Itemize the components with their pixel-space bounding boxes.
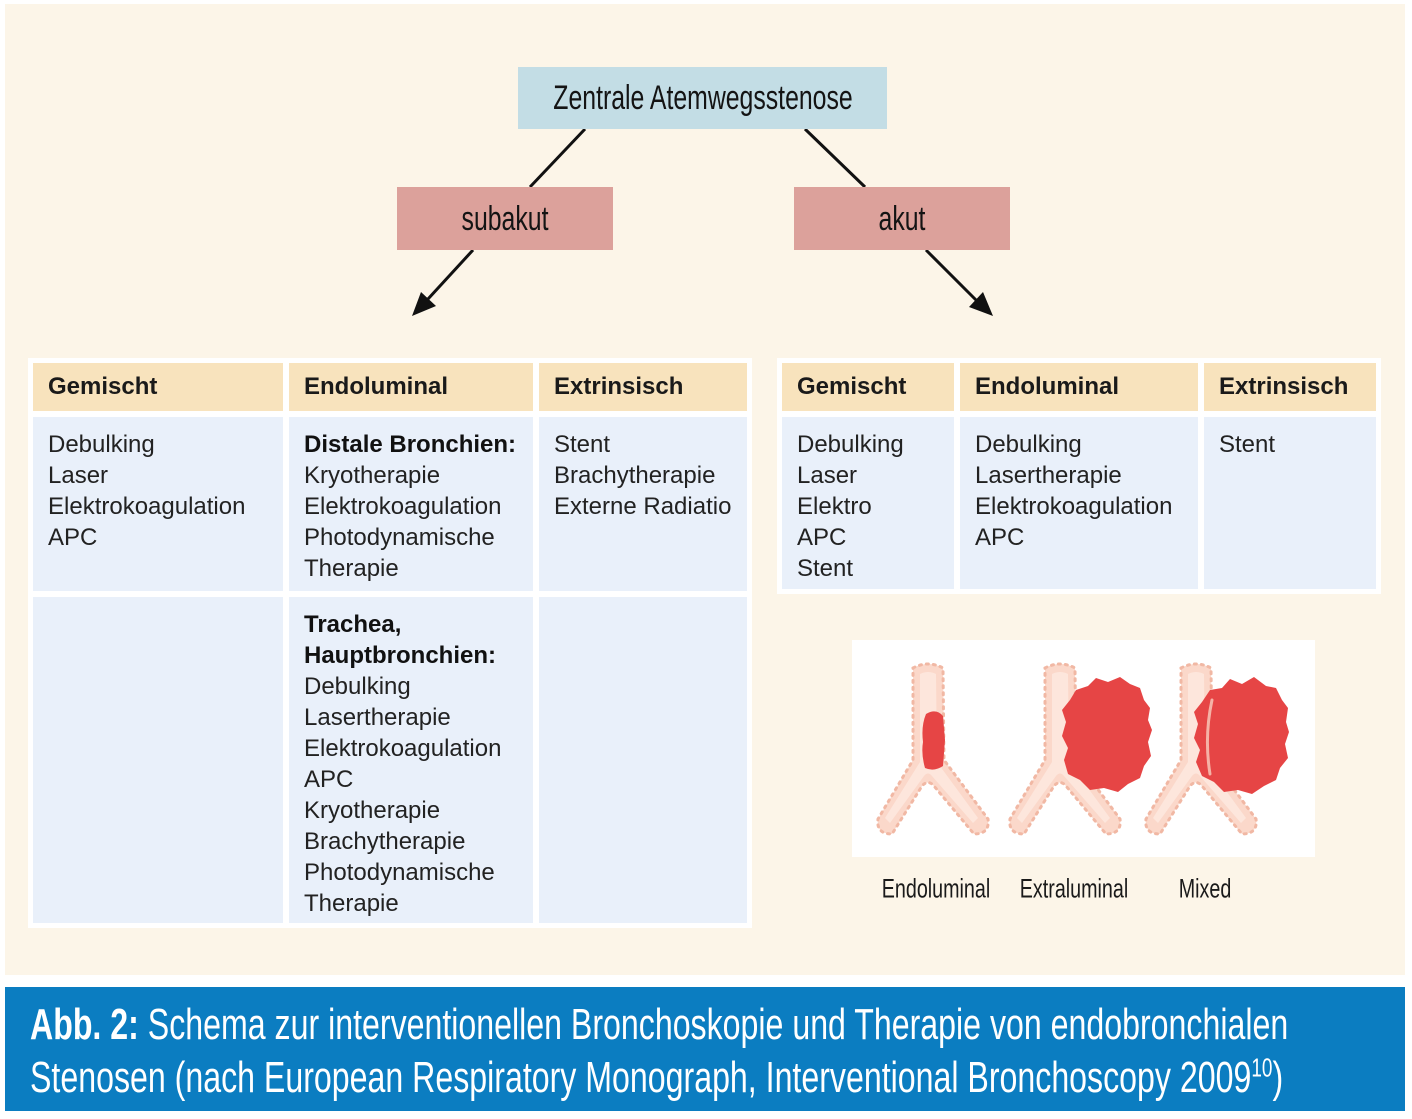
list-item: Debulking <box>304 673 411 700</box>
extraluminal-tumor <box>1062 677 1152 792</box>
connectors <box>412 127 993 316</box>
cell-extrinsisch: Stent <box>1204 417 1376 589</box>
akut-node: akut <box>794 187 1010 250</box>
list-item: Stent <box>554 431 611 458</box>
header-gemischt: Gemischt <box>33 363 283 411</box>
cell-gemischt-empty <box>33 597 283 923</box>
label-endoluminal: Endoluminal <box>881 873 991 904</box>
mixed-tumor <box>1194 677 1289 794</box>
connector-root-to-subakut <box>528 127 587 189</box>
header-extrinsisch: Extrinsisch <box>539 363 747 411</box>
arrow-subakut-shaft <box>426 248 475 301</box>
caption-band: Abb. 2: Schema zur interventionellen Bro… <box>5 987 1405 1111</box>
list-item: Lasertherapie <box>304 704 451 731</box>
extraluminal-stenosis-figure <box>1008 662 1152 836</box>
cell-gemischt: Debulking Laser Elektro APC Stent <box>782 417 954 589</box>
airway-lumen <box>1017 672 1110 823</box>
list-item: APC <box>975 524 1025 551</box>
list-item: APC <box>797 524 847 551</box>
list-item: APC <box>48 524 98 551</box>
list-item: Elektrokoagulation <box>48 493 246 520</box>
arrow-akut-shaft <box>924 248 978 302</box>
arrow-akut-head <box>969 292 993 316</box>
label-extraluminal: Extraluminal <box>1019 873 1129 904</box>
list-item: Laser <box>797 462 858 489</box>
akut-therapy-table: Gemischt Endoluminal Extrinsisch Debulki… <box>777 358 1381 594</box>
endoluminal-stenosis-figure <box>876 662 990 836</box>
header-endoluminal: Endoluminal <box>960 363 1198 411</box>
list-item: Debulking <box>797 431 904 458</box>
list-item: Brachytherapie <box>554 462 716 489</box>
mixed-stenosis-figure <box>1144 662 1289 836</box>
caption-body: Schema zur interventionellen Bronchoskop… <box>30 1000 1289 1102</box>
cell-gemischt: Debulking Laser Elektrokoagulation APC <box>33 417 283 591</box>
list-item: Elektrokoagulation <box>975 493 1173 520</box>
caption-reference: 10 <box>1251 1052 1273 1083</box>
list-item: Debulking <box>48 431 155 458</box>
list-item: Elektro <box>797 493 872 520</box>
list-item: Stent <box>797 555 854 582</box>
subakut-therapy-table: Gemischt Endoluminal Extrinsisch Debulki… <box>28 358 752 928</box>
list-item: Stent <box>1219 431 1276 458</box>
header-extrinsisch: Extrinsisch <box>1204 363 1376 411</box>
cell-endoluminal-trachea: Trachea, Hauptbronchien: Debulking Laser… <box>289 597 533 923</box>
list-item: Elektrokoagulation <box>304 735 502 762</box>
airway-wall-through-tumor <box>1205 698 1214 776</box>
list-item: APC <box>304 766 354 793</box>
akut-node-label: akut <box>878 199 926 238</box>
caption-closing: ) <box>1272 1053 1284 1102</box>
list-item: Elektrokoagulation <box>304 493 502 520</box>
cell-subheading: Trachea, Hauptbronchien: <box>304 611 496 669</box>
cell-subheading: Distale Bronchien: <box>304 431 517 458</box>
subakut-node: subakut <box>397 187 613 250</box>
list-item: Lasertherapie <box>975 462 1122 489</box>
subakut-node-label: subakut <box>461 199 549 238</box>
header-endoluminal: Endoluminal <box>289 363 533 411</box>
list-item: Kryotherapie <box>304 797 441 824</box>
list-item: Photodynamische Therapie <box>304 524 495 582</box>
arrow-subakut-head <box>412 292 436 316</box>
cell-extrinsisch-empty <box>539 597 747 923</box>
list-item: Photodynamische Therapie <box>304 859 495 917</box>
label-mixed: Mixed <box>1178 873 1232 904</box>
list-item: Brachytherapie <box>304 828 466 855</box>
cell-endoluminal: Debulking Lasertherapie Elektrokoagulati… <box>960 417 1198 589</box>
stenosis-illustration <box>852 640 1315 857</box>
header-gemischt: Gemischt <box>782 363 954 411</box>
list-item: Debulking <box>975 431 1082 458</box>
root-node: Zentrale Atemwegsstenose <box>518 67 887 129</box>
figure-caption: Abb. 2: Schema zur interventionellen Bro… <box>30 998 1329 1104</box>
caption-label: Abb. 2: <box>30 1000 139 1049</box>
connector-root-to-akut <box>803 127 867 189</box>
list-item: Kryotherapie <box>304 462 441 489</box>
list-item: Externe Radiatio <box>554 493 732 520</box>
list-item: Laser <box>48 462 109 489</box>
cell-endoluminal-distal: Distale Bronchien: Kryotherapie Elektrok… <box>289 417 533 591</box>
endoluminal-tumor <box>922 711 945 770</box>
cell-extrinsisch: Stent Brachytherapie Externe Radiatio <box>539 417 747 591</box>
root-node-label: Zentrale Atemwegsstenose <box>552 79 853 117</box>
